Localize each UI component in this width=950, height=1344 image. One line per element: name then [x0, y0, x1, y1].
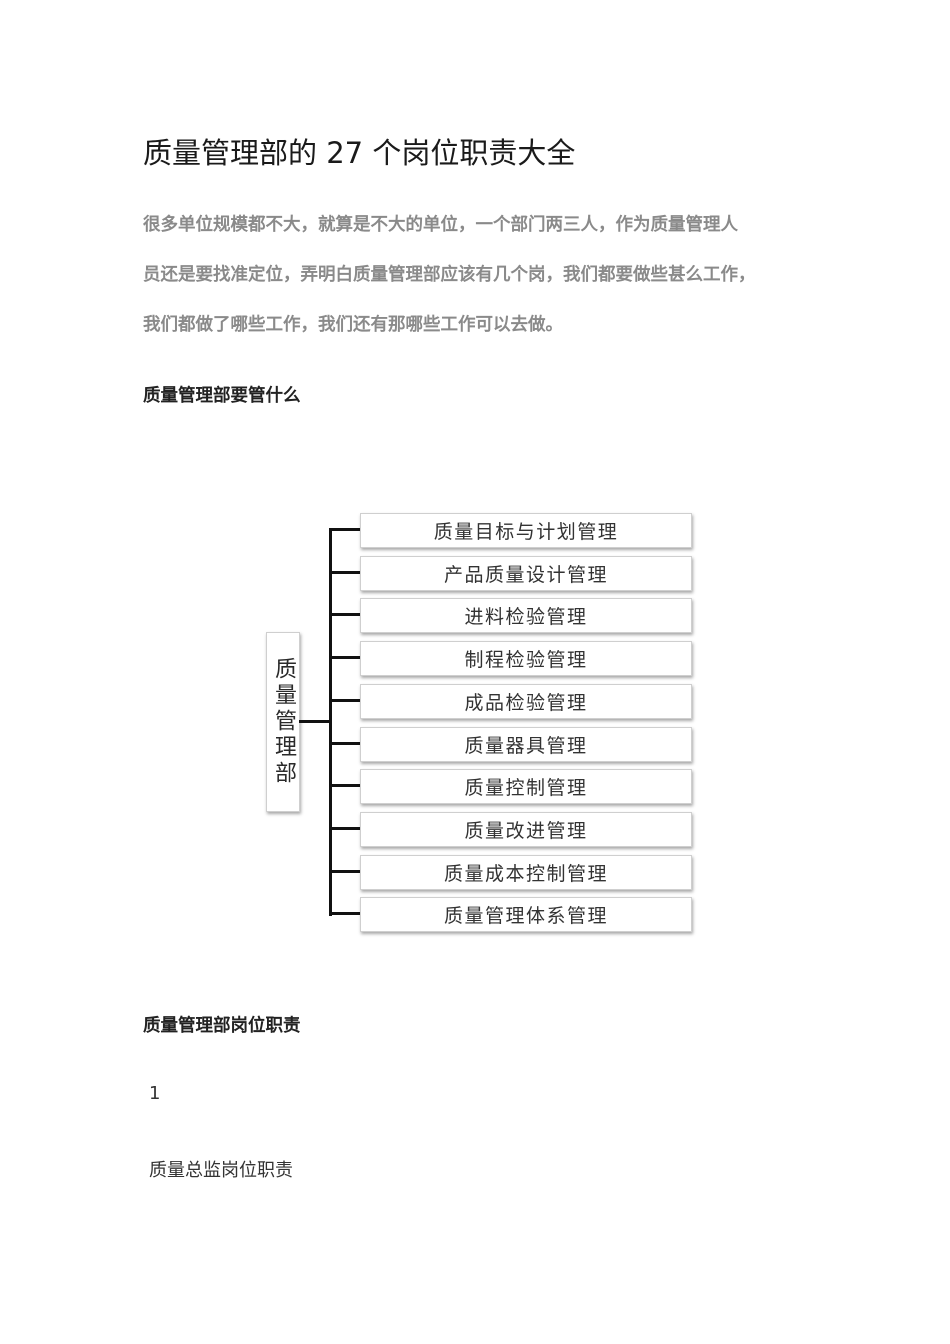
diagram-child-box: 进料检验管理 [360, 598, 692, 634]
item-title: 质量总监岗位职责 [149, 1160, 293, 1181]
diagram-child-box: 质量管理体系管理 [360, 897, 692, 933]
branch-connector [329, 528, 361, 531]
diagram-child-box: 质量改进管理 [360, 811, 692, 847]
section-heading-job-duties: 质量管理部岗位职责 [143, 1016, 301, 1036]
diagram-root-box: 质量管理部 [266, 632, 300, 812]
diagram-child-box: 产品质量设计管理 [360, 555, 692, 591]
root-connector [299, 720, 331, 723]
branch-connector [329, 570, 361, 574]
diagram-child-box: 成品检验管理 [360, 683, 692, 719]
intro-paragraph: 很多单位规模都不大，就算是不大的单位，一个部门两三人，作为质量管理人 员还是要找… [143, 200, 823, 350]
branch-connector [329, 656, 361, 660]
intro-line: 很多单位规模都不大，就算是不大的单位，一个部门两三人，作为质量管理人 [143, 215, 738, 235]
branch-connector [329, 784, 361, 788]
intro-line: 我们都做了哪些工作，我们还有那哪些工作可以去做。 [143, 315, 563, 335]
diagram-child-box: 质量器具管理 [360, 726, 692, 762]
branch-connector [329, 826, 361, 830]
diagram-root-label: 质量管理部 [271, 657, 296, 787]
branch-connector [329, 613, 361, 617]
branch-connector [329, 912, 361, 916]
diagram-child-box: 制程检验管理 [360, 641, 692, 677]
diagram-child-box: 质量成本控制管理 [360, 854, 692, 890]
item-number: 1 [149, 1083, 161, 1104]
diagram-child-box: 质量控制管理 [360, 769, 692, 805]
branch-connector [329, 869, 361, 873]
branch-connector [329, 741, 361, 745]
branch-connector [329, 698, 361, 702]
trunk-line [329, 529, 332, 916]
intro-line: 员还是要找准定位，弄明白质量管理部应该有几个岗，我们都要做些甚么工作， [143, 265, 756, 285]
page-title: 质量管理部的 27 个岗位职责大全 [143, 136, 576, 170]
org-diagram: 质量管理部 质量目标与计划管理产品质量设计管理进料检验管理制程检验管理成品检验管… [262, 508, 702, 940]
section-heading-what-to-manage: 质量管理部要管什么 [143, 386, 301, 406]
diagram-child-box: 质量目标与计划管理 [360, 513, 692, 548]
